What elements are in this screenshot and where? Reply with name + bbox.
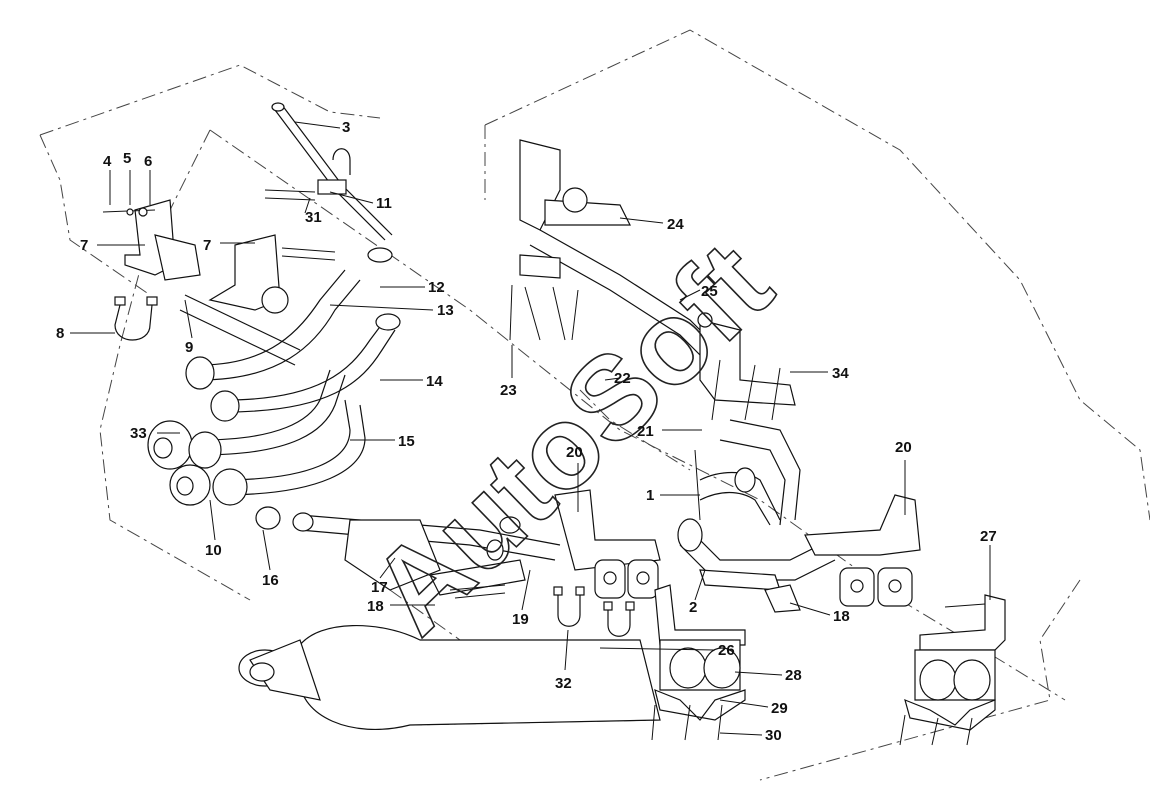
callout-16: 16	[262, 572, 279, 589]
callout-13: 13	[437, 302, 454, 319]
callout-18a: 18	[367, 598, 384, 615]
bracket-7-left	[102, 199, 201, 281]
callout-34: 34	[832, 365, 849, 382]
callout-27: 27	[980, 528, 997, 545]
callout-7b: 7	[203, 237, 211, 254]
callout-1: 1	[646, 487, 654, 504]
callout-32: 32	[555, 675, 572, 692]
u-clamps-32	[553, 586, 635, 637]
callout-10: 10	[205, 542, 222, 559]
callout-2: 2	[689, 599, 697, 616]
bracket-7-middle	[208, 234, 336, 314]
bracket-20-left	[554, 489, 661, 599]
pipe-3-assembly	[264, 102, 393, 241]
callout-labels: 4 5 6 7 7 8 9 3 31 11 12 13 14 15 33 10 …	[56, 119, 997, 744]
callout-9: 9	[185, 339, 193, 356]
callout-20a: 20	[566, 444, 583, 461]
callout-25: 25	[701, 283, 718, 300]
callout-11: 11	[376, 195, 392, 212]
callout-22: 22	[614, 370, 631, 387]
callout-3: 3	[342, 119, 350, 136]
flange-33	[147, 420, 222, 470]
pipe-17-19-assembly	[255, 506, 561, 599]
callout-23: 23	[500, 382, 517, 399]
callout-4: 4	[103, 153, 112, 170]
clamp-assembly-27	[899, 594, 1006, 746]
callout-7a: 7	[80, 237, 88, 254]
manifold-pipes	[179, 247, 401, 496]
pipe-1-2-assembly	[677, 419, 836, 591]
callout-8: 8	[56, 325, 64, 342]
callout-6: 6	[144, 153, 152, 170]
bracket-25-34	[697, 312, 796, 421]
callout-21: 21	[637, 423, 654, 440]
callout-28: 28	[785, 667, 802, 684]
flange-10	[169, 464, 248, 506]
callout-18b: 18	[833, 608, 850, 625]
callout-17: 17	[371, 579, 388, 596]
callout-5: 5	[123, 150, 131, 167]
u-clamp-8	[114, 296, 158, 341]
callout-12: 12	[428, 279, 445, 296]
clamp-assembly-26-28-29	[651, 584, 746, 741]
bracket-20-right	[764, 494, 921, 613]
callout-19: 19	[512, 611, 529, 628]
callout-20b: 20	[895, 439, 912, 456]
muffler	[238, 625, 661, 730]
callout-31: 31	[305, 209, 322, 226]
bracket-24-assembly	[509, 139, 721, 366]
callout-33: 33	[130, 425, 147, 442]
callout-24: 24	[667, 216, 684, 233]
callout-15: 15	[398, 433, 415, 450]
callout-29: 29	[771, 700, 788, 717]
callout-26: 26	[718, 642, 735, 659]
callout-30: 30	[765, 727, 782, 744]
callout-14: 14	[426, 373, 443, 390]
leader-lines	[70, 121, 991, 736]
